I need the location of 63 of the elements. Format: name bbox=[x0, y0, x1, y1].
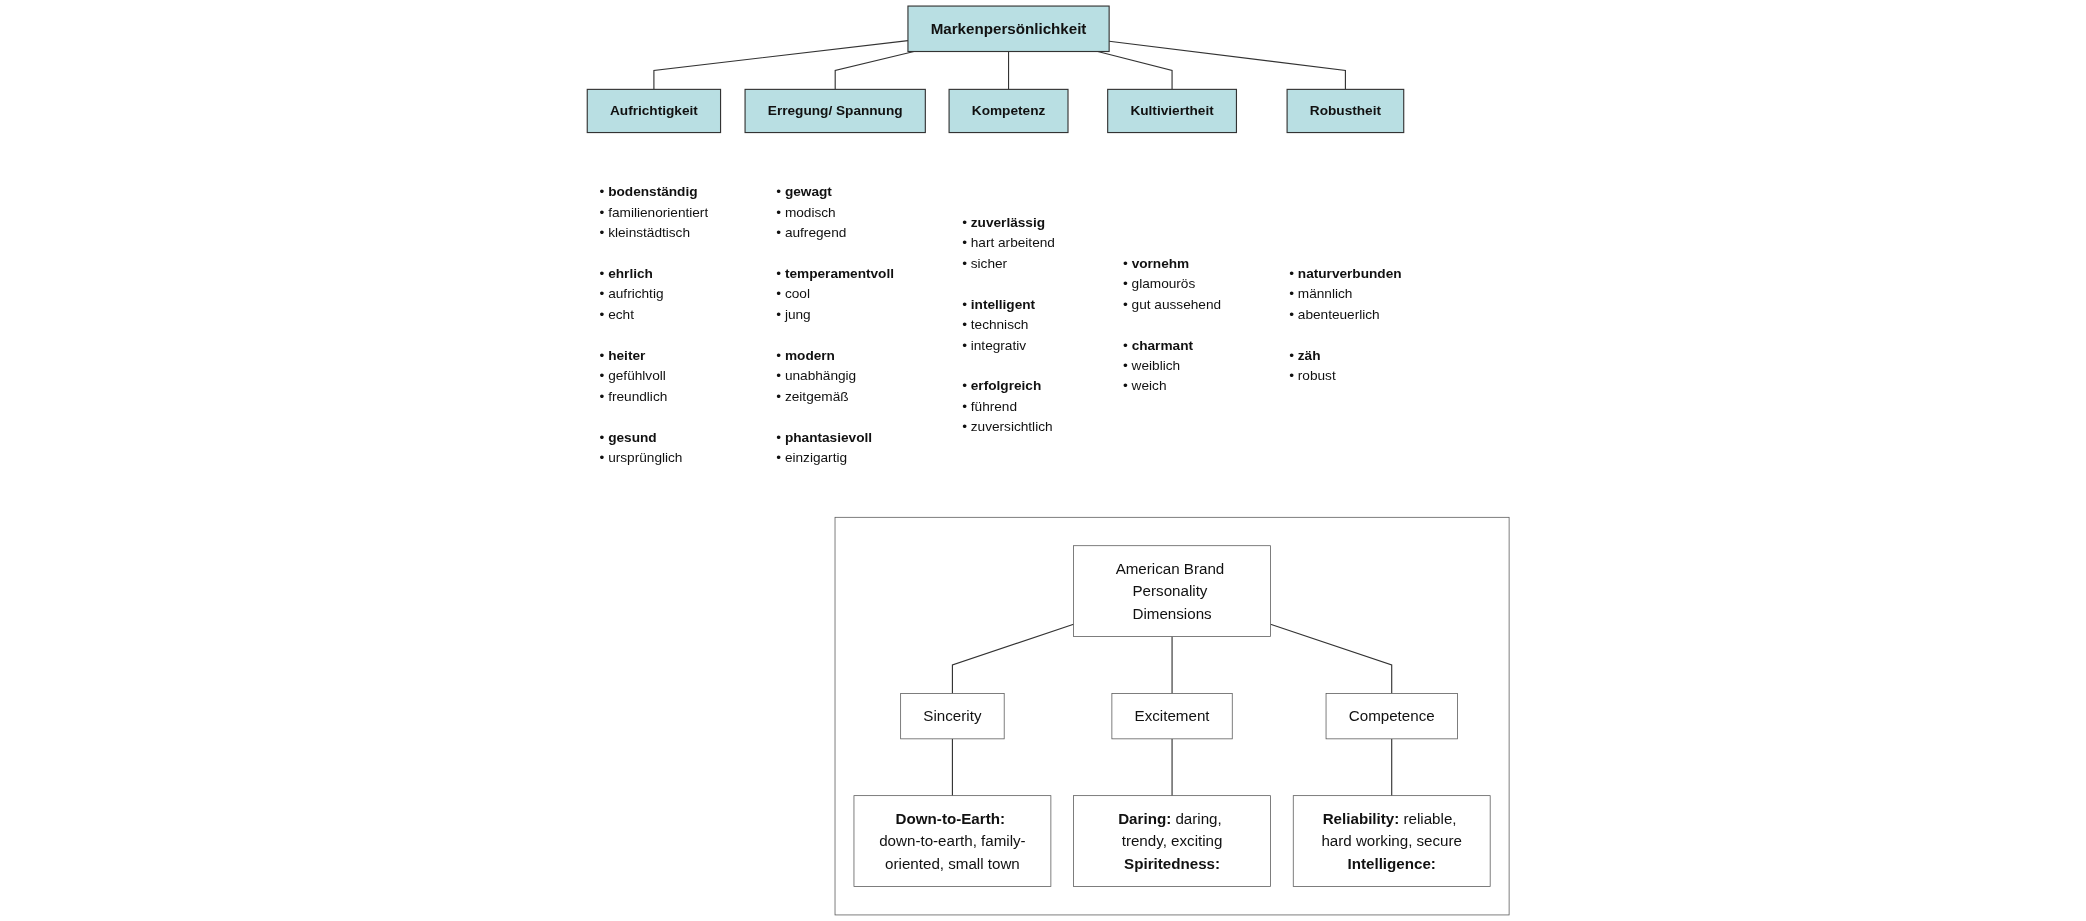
node-label: • erfolgreich bbox=[962, 378, 1042, 394]
node-box: American Brand Personality Dimensions bbox=[1073, 545, 1271, 637]
node-label: • hart arbeitend bbox=[962, 235, 1055, 251]
connector bbox=[1171, 636, 1173, 694]
node-box: Down-to-Earth: down-to-earth, family-oriented, small town bbox=[853, 795, 1052, 887]
node-label: • integrativ bbox=[962, 337, 1027, 353]
connector bbox=[1391, 738, 1393, 797]
node-box: Daring: daring, trendy, exciting Spiritedness: bbox=[1073, 795, 1271, 887]
node-label: • bodenständig bbox=[599, 184, 698, 200]
node-label: • abenteuerlich bbox=[1289, 306, 1380, 322]
node-label: • intelligent bbox=[962, 296, 1036, 312]
node-label: • technisch bbox=[962, 316, 1029, 333]
node-label: • sicher bbox=[962, 255, 1008, 271]
node-label: • gewagt bbox=[776, 184, 832, 200]
node-label: • glamourös bbox=[1123, 276, 1196, 292]
node-label: • zuversichtlich bbox=[962, 419, 1053, 435]
connector bbox=[951, 623, 1075, 694]
connector bbox=[1171, 738, 1173, 797]
node-label: • vornehm bbox=[1123, 255, 1190, 271]
node-label: • weiblich bbox=[1123, 357, 1181, 374]
node-label: • freundlich bbox=[599, 388, 668, 404]
node-box: Robustheit bbox=[1286, 88, 1405, 134]
node-box: Aufrichtigkeit bbox=[586, 88, 722, 134]
node-box: Excitement bbox=[1111, 693, 1233, 740]
connector bbox=[951, 738, 953, 797]
node-label: • unabhängig bbox=[776, 368, 857, 384]
node-box: Markenpersönlichkeit bbox=[907, 5, 1110, 53]
node-label: • einzigartig bbox=[776, 449, 848, 466]
node-label: • ehrlich bbox=[599, 265, 653, 281]
node-label: • phantasievoll bbox=[776, 429, 873, 445]
node-label: • aufregend bbox=[776, 224, 847, 241]
node-label: • kleinstädtisch bbox=[599, 224, 691, 241]
connector bbox=[1007, 50, 1010, 90]
node-label: • familienorientiert bbox=[599, 204, 709, 220]
node-label: • führend bbox=[962, 398, 1017, 414]
node-label: • echt bbox=[599, 306, 634, 322]
node-label: • cool bbox=[776, 286, 810, 302]
node-label: • jung bbox=[776, 306, 811, 322]
node-label: • gefühlvoll bbox=[599, 368, 666, 384]
node-label: • modisch bbox=[776, 204, 836, 220]
node-label: • heiter bbox=[599, 347, 646, 363]
node-label: • gut aussehend bbox=[1123, 296, 1222, 312]
node-label: • robust bbox=[1289, 368, 1336, 384]
node-box: Reliability: reliable, hard working, secure Intelligence: bbox=[1292, 795, 1491, 887]
node-label: • männlich bbox=[1289, 286, 1353, 302]
node-label: • zeitgemäß bbox=[776, 388, 849, 404]
node-box: Kultiviertheit bbox=[1107, 88, 1237, 134]
node-label: • modern bbox=[776, 347, 835, 363]
node-label: • weich bbox=[1123, 378, 1167, 394]
node-label: • zuverlässig bbox=[962, 214, 1046, 230]
node-label: • gesund bbox=[599, 429, 657, 445]
node-box: Sincerity bbox=[900, 693, 1005, 740]
node-label: • temperamentvoll bbox=[776, 265, 895, 281]
node-label: • ursprünglich bbox=[599, 449, 683, 466]
node-box: Erregung/ Spannung bbox=[744, 88, 926, 134]
cluster bbox=[834, 516, 1510, 916]
node-label: • aufrichtig bbox=[599, 286, 664, 302]
node-label: • charmant bbox=[1123, 337, 1193, 353]
connector bbox=[1269, 623, 1393, 694]
node-label: • zäh bbox=[1289, 347, 1321, 363]
node-box: Kompetenz bbox=[948, 88, 1069, 134]
node-label: • naturverbunden bbox=[1289, 265, 1402, 281]
node-box: Competence bbox=[1325, 693, 1458, 740]
